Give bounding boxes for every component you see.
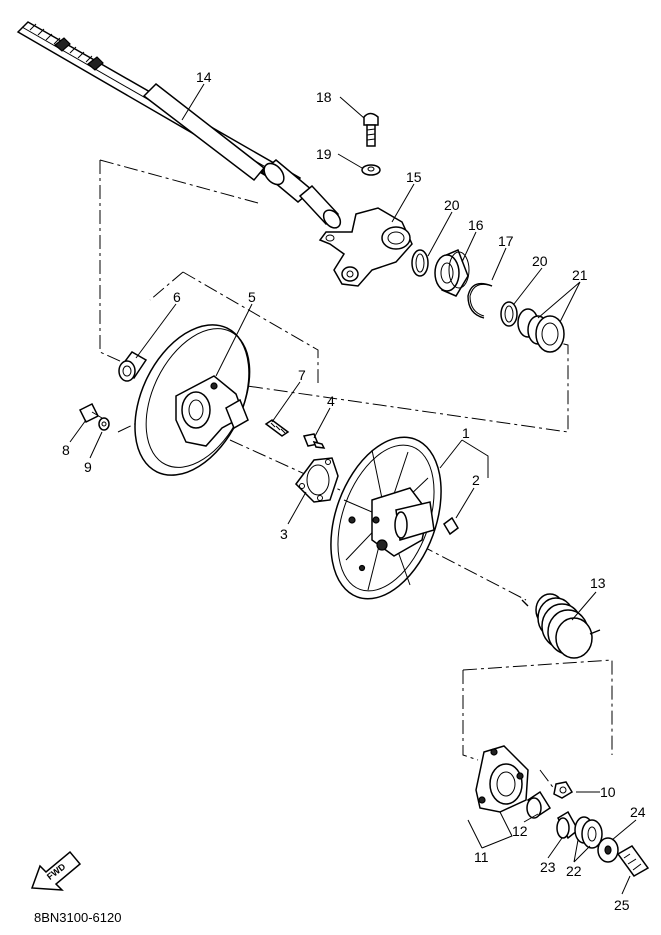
part-14-shaft <box>16 21 342 229</box>
callout-12: 12 <box>512 823 528 839</box>
part-15-bracket <box>318 207 413 287</box>
callout-17: 17 <box>498 233 514 249</box>
callout-2: 2 <box>472 472 480 488</box>
part-2-screw <box>443 516 459 536</box>
part-24-washer <box>597 837 619 863</box>
callout-labels: 1 2 3 4 5 6 7 8 9 10 11 12 13 14 15 16 1… <box>62 69 646 913</box>
part-1-movable-sheave <box>330 436 442 600</box>
callout-10: 10 <box>600 784 616 800</box>
callout-7: 7 <box>298 367 306 383</box>
callout-21: 21 <box>572 267 588 283</box>
callout-23: 23 <box>540 859 556 875</box>
part-12-bushing <box>526 790 552 819</box>
part-17-snap-ring <box>467 282 493 319</box>
callout-20-upper: 20 <box>444 197 460 213</box>
part-11-cover <box>475 745 529 813</box>
callout-13: 13 <box>590 575 606 591</box>
part-5-fixed-sheave <box>134 324 251 476</box>
callout-8: 8 <box>62 442 70 458</box>
part-8-bolt <box>78 402 103 424</box>
part-4-bolt <box>302 433 326 449</box>
callout-6: 6 <box>173 289 181 305</box>
callout-11: 11 <box>474 849 489 865</box>
callout-16: 16 <box>468 217 484 233</box>
part-13-spring <box>521 593 601 659</box>
part-22-washers <box>574 816 603 849</box>
part-18-bolt <box>363 112 379 147</box>
callout-5: 5 <box>248 289 256 305</box>
callout-22: 22 <box>566 863 582 879</box>
callout-25: 25 <box>614 897 630 913</box>
callout-14: 14 <box>196 69 212 85</box>
part-10-nut <box>553 781 574 799</box>
callout-20-lower: 20 <box>532 253 548 269</box>
part-20-circlip-upper <box>411 249 429 277</box>
leader-lines <box>69 83 637 895</box>
callout-4: 4 <box>327 393 335 409</box>
part-19-washer <box>361 164 381 176</box>
part-9-washer <box>98 417 110 431</box>
diagram-code: 8BN3100-6120 <box>34 910 121 925</box>
fwd-arrow-icon: FWD <box>30 850 82 891</box>
callout-3: 3 <box>280 526 288 542</box>
part-7-stud <box>264 419 290 437</box>
part-6-bushing <box>118 351 148 382</box>
callout-19: 19 <box>316 146 332 162</box>
part-20-circlip-lower <box>500 301 518 327</box>
callout-18: 18 <box>316 89 332 105</box>
callout-15: 15 <box>406 169 422 185</box>
callout-9: 9 <box>84 459 92 475</box>
part-21-bushings <box>517 308 565 353</box>
callout-1: 1 <box>462 425 470 441</box>
part-25-bolt <box>616 845 650 877</box>
part-16-bearing <box>434 249 470 297</box>
part-3-gasket <box>295 457 339 503</box>
callout-24: 24 <box>630 804 646 820</box>
